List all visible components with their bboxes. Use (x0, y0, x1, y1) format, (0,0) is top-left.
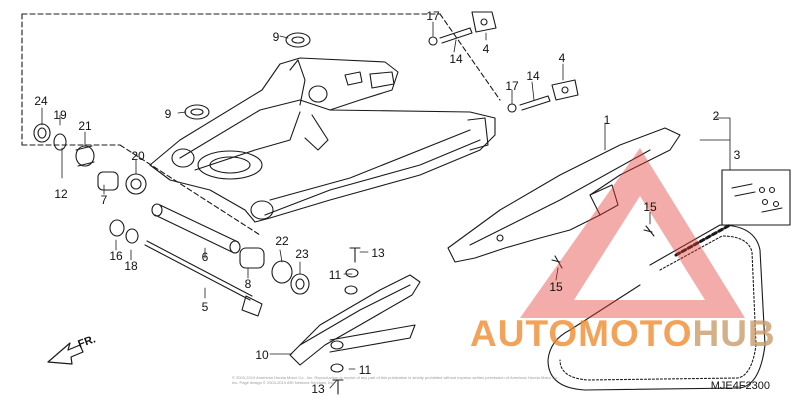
bolt (349, 247, 361, 263)
callout-14b: 14 (526, 69, 540, 83)
collar-11 (330, 363, 344, 373)
dust-seal (109, 219, 125, 237)
callout-17b: 17 (505, 79, 519, 93)
front-direction-arrow (47, 342, 84, 365)
adjust-bolt (519, 95, 551, 111)
adjust-bolt (439, 27, 473, 44)
washer (53, 133, 67, 151)
bearing (125, 173, 147, 195)
callout-9a: 9 (272, 30, 280, 44)
callout-24: 24 (34, 94, 48, 108)
collar-right (239, 247, 265, 269)
drive-chain (547, 224, 766, 391)
chain-joint-kit (721, 169, 791, 226)
callout-1: 1 (603, 113, 611, 127)
bolt (332, 379, 344, 395)
bearing-right (271, 260, 293, 284)
watermark-word-hub: HUB (692, 313, 776, 354)
nut (428, 36, 438, 46)
callout-11b: 11 (358, 363, 372, 377)
copyright-notice: © 2003-2019 American Honda Motor Co., In… (232, 375, 560, 385)
callout-13a: 13 (371, 246, 385, 260)
callout-12: 12 (54, 187, 68, 201)
watermark-wordmark: AUTOMOTOHUB (470, 314, 776, 354)
adjuster-plate (551, 79, 579, 101)
watermark-word-auto: AUTO (470, 313, 579, 354)
drive-chain-case (447, 127, 681, 263)
callout-15b: 15 (549, 280, 563, 294)
callout-21: 21 (78, 119, 92, 133)
diagram-code: MJE4F2300 (710, 380, 770, 392)
callout-10: 10 (255, 348, 269, 362)
bolt-15 (643, 225, 655, 237)
collar (97, 171, 119, 191)
callout-9b: 9 (164, 107, 172, 121)
callout-5: 5 (201, 300, 209, 314)
callout-4a: 4 (482, 42, 490, 56)
callout-11a: 11 (328, 268, 342, 282)
callout-17a: 17 (426, 9, 440, 23)
grease-seal (184, 104, 210, 120)
callout-3: 3 (733, 148, 741, 162)
callout-14a: 14 (449, 52, 463, 66)
callout-8: 8 (244, 277, 252, 291)
swingarm (149, 57, 496, 223)
pivot-pipe (154, 204, 239, 253)
callout-4b: 4 (558, 51, 566, 65)
callout-16: 16 (109, 249, 123, 263)
watermark-logo (520, 148, 745, 318)
watermark-word-moto: MOTO (578, 313, 693, 354)
adjuster-plate (471, 11, 497, 33)
callout-6: 6 (201, 250, 209, 264)
watermark-triangle (520, 148, 745, 318)
callout-22: 22 (275, 234, 289, 248)
pivot-bolt (144, 240, 253, 301)
callout-18: 18 (124, 259, 138, 273)
callout-7: 7 (100, 193, 108, 207)
callout-15a: 15 (643, 200, 657, 214)
seal-right (290, 273, 310, 295)
callout-19: 19 (53, 108, 67, 122)
chain-slider (289, 274, 421, 366)
nut (507, 103, 517, 113)
callout-2: 2 (712, 109, 720, 123)
group-bracket (21, 13, 501, 236)
callout-20: 20 (131, 149, 145, 163)
bolt-15 (551, 255, 563, 269)
collar-11 (345, 268, 359, 278)
washer (125, 228, 139, 244)
grease-seal (285, 32, 311, 48)
bearing-seal (33, 123, 51, 143)
callout-13b: 13 (311, 382, 325, 396)
callout-23: 23 (295, 247, 309, 261)
